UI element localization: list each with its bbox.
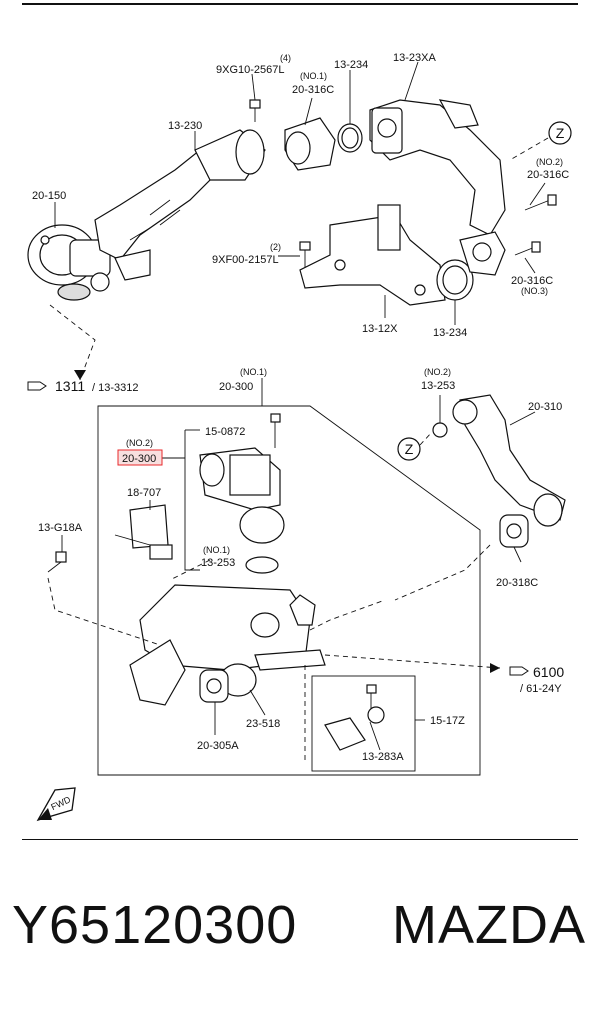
label-no1-top: (NO.1) [300,71,327,81]
label-13-12x: 13-12X [362,323,398,335]
footer: Y65120300 MAZDA [0,880,600,990]
label-20-318c: 20-318C [496,577,538,589]
label-15-0872: 15-0872 [205,426,245,438]
label-13-234-top: 13-234 [334,59,368,71]
label-no2-highlight: (NO.2) [126,438,153,448]
gasket-20-305a [199,669,229,703]
z-circle-top [548,121,572,145]
label-20-300-main: 20-300 [219,381,253,393]
label-no1-lower: (NO.1) [203,545,230,555]
label-13-3312: / 13-3312 [92,382,138,394]
label-6100: 6100 [533,664,564,680]
label-no3: (NO.3) [521,286,548,296]
bolt-13-g18a [47,551,67,573]
egr-valve-part [199,447,285,544]
ref-icon-6100 [509,666,529,676]
label-no2-mid: (NO.2) [424,367,451,377]
intake-pipe-part [94,129,266,281]
label-no2-right: (NO.2) [536,157,563,167]
label-qty-4: (4) [280,53,291,63]
label-61-24y: / 61-24Y [520,683,562,695]
label-no1-mid: (NO.1) [240,367,267,377]
label-20-300-highlight: 20-300 [122,453,156,465]
bolt-9xf00 [299,241,311,268]
label-13-230: 13-230 [168,120,202,132]
o-ring-top [432,422,448,438]
parts-diagram: Z Z [22,3,578,840]
label-13-283a: 13-283A [362,751,404,763]
egr-cooler-part [129,584,326,706]
label-13-253-lower: 13-253 [201,557,235,569]
assembly-frame [97,405,481,776]
label-9xf00-2157l: 9XF00-2157L [212,254,279,266]
label-18-707: 18-707 [127,487,161,499]
label-9xg10-2567l: 9XG10-2567L [216,64,285,76]
ref-icon-1311 [27,381,47,391]
label-20-305a: 20-305A [197,740,239,752]
highlight-box [117,449,163,466]
label-23-518: 23-518 [246,718,280,730]
label-1311: 1311 [55,378,85,394]
bolt-no3 [514,241,541,256]
hose-part [452,394,566,527]
label-13-g18a: 13-G18A [38,522,83,534]
fwd-arrow-icon [36,787,76,822]
label-13-253-top: 13-253 [421,380,455,392]
label-13-23xa: 13-23XA [393,52,436,64]
bolt-15-0872 [270,413,281,448]
sensor-sub-frame [311,675,416,772]
label-20-310: 20-310 [528,401,562,413]
z-circle-mid [397,437,421,461]
label-20-316c-no3: 20-316C [511,275,553,287]
bracket-part [299,204,446,306]
egr-pipe-part [369,99,506,236]
label-20-316c-top: 20-316C [292,84,334,96]
temp-sensor-part [324,684,385,751]
label-20-316c-right: 20-316C [527,169,569,181]
gasket-318c [499,514,529,548]
connector-no1-top [284,117,336,171]
flange-part [459,231,506,276]
bolt-9xg10 [249,99,261,122]
label-qty-2: (2) [270,242,281,252]
z-label-mid: Z [405,441,414,457]
part-number: Y65120300 [12,895,298,955]
label-13-234-bottom: 13-234 [433,327,467,339]
label-20-150: 20-150 [32,190,66,202]
gasket-13-253 [245,556,279,574]
z-label-top: Z [556,125,565,141]
sensor-18-707 [114,504,173,560]
throttle-body-part [27,224,111,301]
label-15-17z: 15-17Z [430,715,465,727]
brand-name: MAZDA [392,895,586,955]
bolt-no2 [524,194,557,211]
